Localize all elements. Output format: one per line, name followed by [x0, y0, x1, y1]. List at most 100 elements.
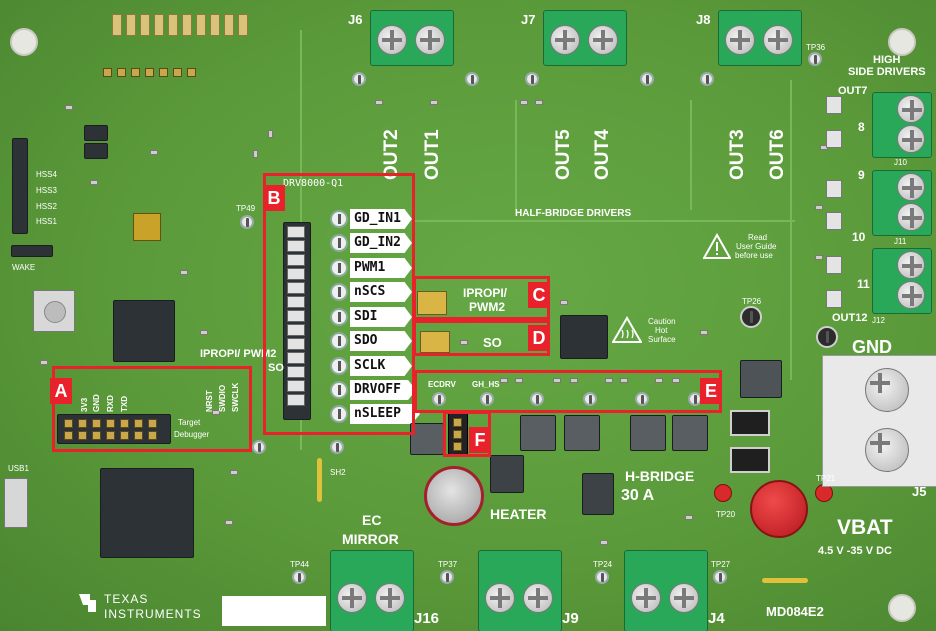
- terminal-j4: [624, 550, 708, 631]
- ti-text-2: INSTRUMENTS: [104, 607, 202, 621]
- hss-header: [12, 138, 28, 234]
- high-side-title-1: HIGH: [873, 54, 901, 66]
- signal-testpoint: [330, 259, 348, 277]
- tp-label: TP26: [742, 297, 762, 306]
- vbat-label: VBAT: [837, 516, 893, 539]
- signal-testpoint: [330, 357, 348, 375]
- so-label: SO: [483, 335, 502, 350]
- pcb-trace: [515, 100, 517, 210]
- terminal-j6: [370, 10, 454, 66]
- high-side-out10: 10: [852, 230, 866, 244]
- hss-label: HSS4: [36, 170, 57, 179]
- tp-label: TP36: [806, 43, 826, 52]
- mounting-hole: [888, 594, 916, 622]
- signal-testpoint: [330, 210, 348, 228]
- so-jumper[interactable]: [420, 331, 450, 353]
- signal-pwm1: PWM1: [350, 258, 412, 278]
- microcontroller: [100, 468, 194, 558]
- heater-label: HEATER: [490, 506, 547, 522]
- signal-sdi: SDI: [350, 307, 412, 327]
- signal-gd-in1: GD_IN1: [350, 209, 412, 229]
- reset-pushbutton[interactable]: [33, 290, 75, 332]
- capacitor-c35: [750, 480, 808, 538]
- usb-connector[interactable]: [4, 478, 28, 528]
- terminal-j7: [543, 10, 627, 66]
- callout-label-b: B: [263, 185, 285, 211]
- pcb-trace: [690, 100, 692, 210]
- hss-label: HSS2: [36, 202, 57, 211]
- callout-label-f: F: [469, 427, 491, 453]
- so-left-label: SO: [268, 362, 284, 374]
- hot-surface-icon: [612, 316, 642, 343]
- hot-text-3: Surface: [648, 335, 676, 344]
- connector-label-j5: J5: [912, 484, 927, 499]
- inductor-r75: [730, 447, 770, 473]
- connector-label-j7: J7: [521, 12, 536, 27]
- ipropi-label-1: IPROPI/: [463, 286, 508, 300]
- ipropi-jumper[interactable]: [417, 291, 447, 315]
- output-label-out6: OUT6: [767, 129, 788, 180]
- tp-label: TP27: [711, 560, 731, 569]
- signal-drvoff: DRVOFF: [350, 380, 416, 400]
- connector-label-j16: J16: [414, 610, 440, 627]
- warning-icon: [703, 233, 731, 259]
- high-side-out7: OUT7: [838, 85, 868, 97]
- connector-label-j12: J12: [872, 316, 885, 325]
- mosfet: [520, 415, 556, 451]
- high-side-out12: OUT12: [832, 312, 868, 324]
- terminal-j8: [718, 10, 802, 66]
- callout-label-e: E: [700, 378, 722, 404]
- jumper[interactable]: [84, 143, 108, 159]
- terminal-j16: [330, 550, 414, 631]
- callout-box-e: [414, 370, 722, 413]
- tp-label: TP37: [438, 560, 458, 569]
- mosfet: [490, 455, 524, 493]
- usb-label: USB1: [8, 464, 29, 473]
- terminal-j12: [872, 248, 932, 314]
- caution-text-3: before use: [735, 251, 773, 260]
- output-label-out3: OUT3: [727, 129, 748, 180]
- ic-u1: [113, 300, 175, 362]
- terminal-j9: [478, 550, 562, 631]
- drv8000-ic: [560, 315, 608, 359]
- debugger-label: Debugger: [174, 430, 210, 439]
- led-indicator: [714, 484, 732, 502]
- connector-ribbon: [112, 14, 262, 36]
- mosfet: [630, 415, 666, 451]
- drv-chip-label: DRV8000-Q1: [283, 178, 344, 189]
- ipropi-pwm2-left-label: IPROPI/ PWM2: [200, 348, 277, 360]
- e-label-gh-hs: GH_HS: [472, 380, 500, 389]
- signal-gd-in2: GD_IN2: [350, 233, 412, 253]
- debug-header-pins: [57, 414, 171, 444]
- wake-label: WAKE: [12, 263, 36, 272]
- inductor-r66: [730, 410, 770, 436]
- signal-testpoint: [330, 381, 348, 399]
- jumper[interactable]: [84, 125, 108, 141]
- tp-label: TP21: [816, 474, 836, 483]
- callout-label-d: D: [528, 325, 550, 351]
- output-label-out4: OUT4: [592, 129, 613, 180]
- mosfet: [564, 415, 600, 451]
- connector-label-j9: J9: [562, 610, 579, 627]
- signal-testpoint: [330, 308, 348, 326]
- signal-nsleep: nSLEEP: [350, 404, 420, 424]
- high-side-out11: 11: [857, 277, 870, 291]
- signal-sclk: SCLK: [350, 356, 412, 376]
- hss-label: HSS3: [36, 186, 57, 195]
- ec-label-2: MIRROR: [342, 531, 399, 547]
- half-bridge-title: HALF-BRIDGE DRIVERS: [515, 208, 632, 219]
- f-jumper[interactable]: [448, 413, 468, 455]
- shunt: [762, 578, 808, 583]
- connector-label-j10: J10: [894, 158, 907, 167]
- target-label: Target: [178, 418, 201, 427]
- shunt-sh2: [317, 458, 322, 502]
- tp-label: TP49: [236, 204, 256, 213]
- terminal-j10: [872, 92, 932, 158]
- ipropi-label-2: PWM2: [469, 300, 505, 314]
- tp-label: TP24: [593, 560, 613, 569]
- sh2-label: SH2: [330, 468, 346, 477]
- high-side-title-2: SIDE DRIVERS: [848, 66, 926, 78]
- hot-text-1: Caution: [648, 317, 676, 326]
- e-label-ecdrv: ECDRV: [428, 380, 456, 389]
